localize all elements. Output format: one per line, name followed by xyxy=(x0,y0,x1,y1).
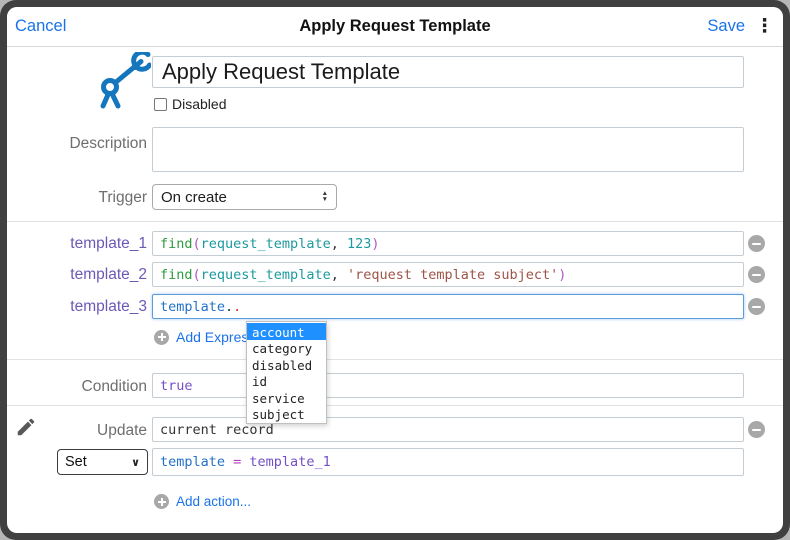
remove-action-button[interactable] xyxy=(748,421,765,438)
disabled-row: Disabled xyxy=(154,96,226,112)
autocomplete-item[interactable]: category xyxy=(252,341,313,356)
save-button[interactable]: Save xyxy=(707,17,745,35)
trigger-selected-value: On create xyxy=(161,188,227,206)
expression-label-1: template_1 xyxy=(70,235,147,252)
expression-input-1[interactable]: find(request_template, 123) xyxy=(152,231,744,256)
chevron-down-icon xyxy=(131,456,140,469)
cancel-button[interactable]: Cancel xyxy=(15,17,67,35)
apply-request-template-dialog: Cancel Apply Request Template Save Apply… xyxy=(7,7,783,533)
update-label: Update xyxy=(97,422,147,439)
select-updown-icon xyxy=(322,191,328,203)
name-input[interactable]: Apply Request Template xyxy=(152,56,744,88)
autocomplete-item[interactable]: subject xyxy=(252,407,305,422)
set-operation-select[interactable]: Set xyxy=(57,449,148,475)
pencil-icon xyxy=(17,418,35,436)
autocomplete-item[interactable]: disabled xyxy=(252,357,313,373)
expression-label-3: template_3 xyxy=(70,298,147,315)
plus-icon xyxy=(154,329,169,345)
trigger-label: Trigger xyxy=(98,189,147,206)
description-textarea[interactable] xyxy=(152,127,744,172)
remove-expression-1-button[interactable] xyxy=(748,235,765,252)
expression-input-3[interactable]: template.. xyxy=(152,294,744,319)
disabled-checkbox[interactable] xyxy=(154,97,167,111)
condition-label: Condition xyxy=(81,378,148,395)
section-divider xyxy=(7,221,783,222)
section-divider xyxy=(7,359,783,360)
set-selected-value: Set xyxy=(65,454,87,470)
expression-label-2: template_2 xyxy=(70,266,147,283)
overflow-menu-icon[interactable] xyxy=(755,15,773,39)
add-action-link[interactable]: Add action... xyxy=(154,494,251,509)
disabled-label: Disabled xyxy=(172,96,227,112)
add-action-label: Add action... xyxy=(176,494,252,509)
condition-input[interactable]: true xyxy=(152,373,744,398)
autocomplete-item[interactable]: account xyxy=(247,323,326,340)
plus-icon xyxy=(154,494,169,509)
update-target-input[interactable]: current record xyxy=(152,417,744,442)
expression-input-2[interactable]: find(request_template, 'request template… xyxy=(152,262,744,287)
section-divider xyxy=(7,405,783,406)
autocomplete-item[interactable]: service xyxy=(252,390,305,406)
description-label: Description xyxy=(69,135,147,152)
autocomplete-item[interactable]: id xyxy=(252,374,268,389)
remove-expression-2-button[interactable] xyxy=(748,266,765,283)
dialog-header: Cancel Apply Request Template Save xyxy=(7,7,783,47)
remove-expression-3-button[interactable] xyxy=(748,298,765,315)
robot-arm-icon xyxy=(100,52,151,109)
assignment-input[interactable]: template = template_1 xyxy=(152,448,744,476)
trigger-select[interactable]: On create xyxy=(152,184,337,210)
dialog-title: Apply Request Template xyxy=(299,17,491,35)
